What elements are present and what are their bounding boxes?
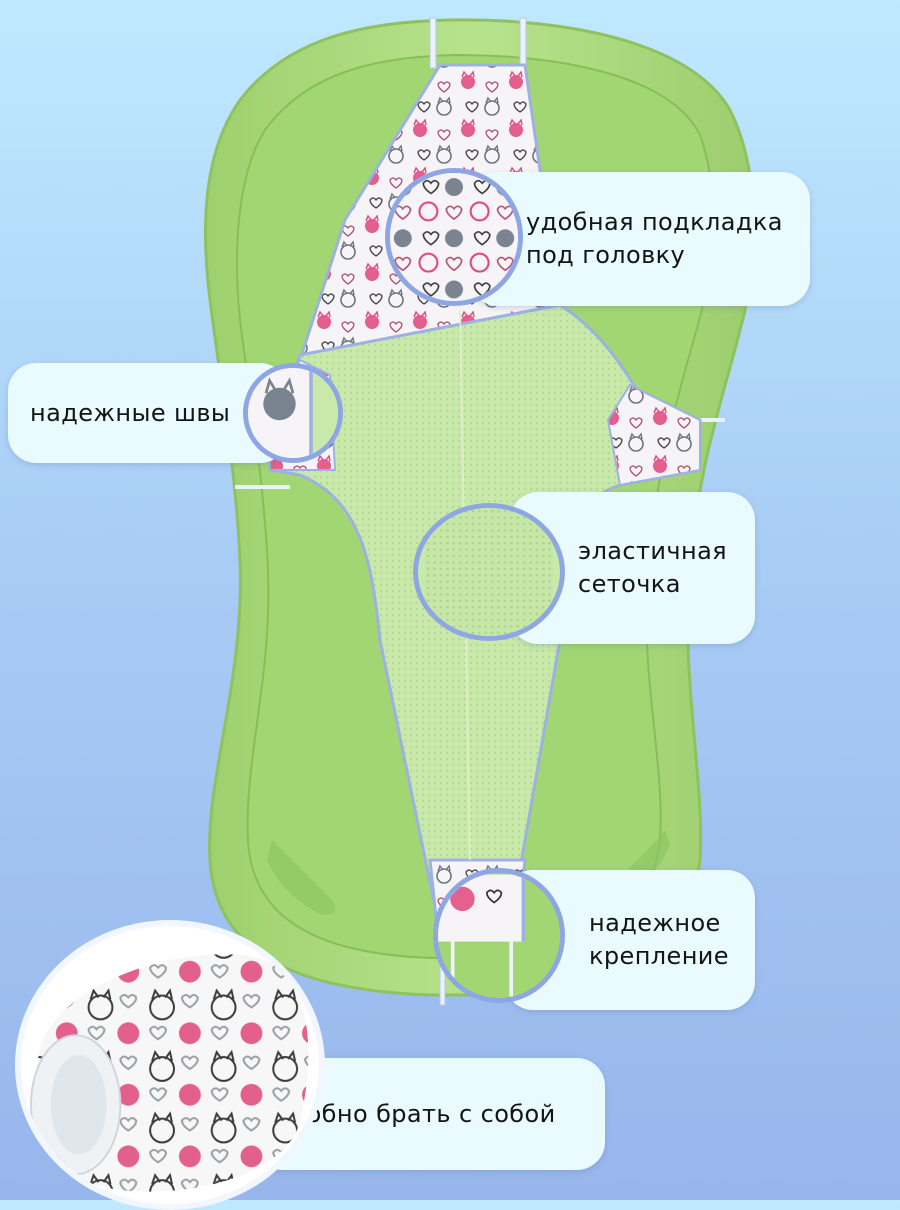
callout-mount-line2: крепление (589, 942, 729, 970)
callout-head-pad-line1: удобная подкладка (526, 208, 783, 236)
callout-portable-text: удобно брать с собой (275, 1099, 556, 1128)
callout-seams: надежные швы (8, 363, 288, 463)
callout-mount-line1: надежное (589, 909, 721, 937)
callout-head-pad: удобная подкладка под головку (470, 172, 810, 306)
callout-mesh-line1: эластичная (578, 537, 728, 565)
mount-zoom-lens (433, 868, 565, 1003)
head-pad-zoom-lens (385, 168, 523, 306)
callout-mesh-line2: сеточка (578, 570, 681, 598)
hammock-right-wing (606, 383, 701, 487)
mesh-zoom-lens (413, 503, 565, 641)
seams-zoom-lens (243, 363, 343, 463)
callout-seams-text: надежные швы (30, 398, 231, 427)
callout-head-pad-line2: под головку (526, 241, 686, 269)
rolled-hammock-image (15, 920, 325, 1210)
